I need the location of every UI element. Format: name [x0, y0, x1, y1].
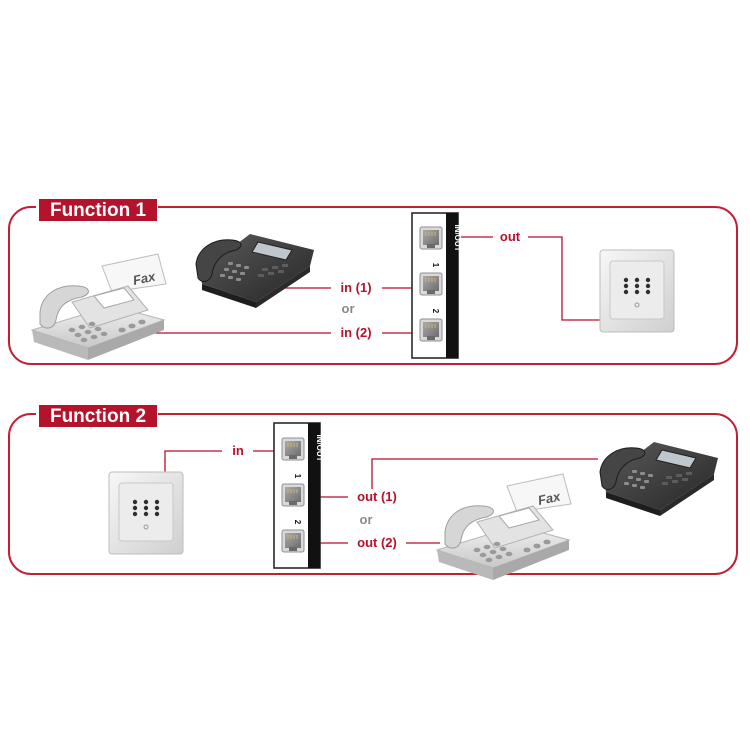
- function-1-out-label: out: [500, 229, 521, 244]
- function-2-port-1: [281, 483, 305, 507]
- function-2-fax-label: Fax: [537, 488, 563, 507]
- function-1-frame: [8, 206, 738, 365]
- function-1-lines: [150, 236, 600, 334]
- function-2-port-2: [281, 529, 305, 553]
- function-1-in-out-label: IN/OUT: [453, 224, 462, 251]
- function-2-port-2-label: 2: [293, 520, 302, 525]
- function-2-splitter: IN/OUT 1 2: [273, 422, 324, 569]
- function-1-port-2: [419, 318, 443, 342]
- function-1-splitter: IN/OUT 1 2: [411, 212, 462, 359]
- function-2-in-out-label: IN/OUT: [315, 434, 324, 461]
- function-1-title: Function 1: [50, 200, 146, 221]
- function-1-port-in-out: [419, 226, 443, 250]
- function-1-fax-machine-icon: Fax: [31, 253, 167, 361]
- function-1-port-1: [419, 272, 443, 296]
- function-2-frame: [8, 413, 738, 575]
- function-2-out1-label: out (1): [357, 489, 397, 504]
- function-2-in-label: in: [232, 443, 244, 458]
- function-2-panel: Function 2 IN/OUT 1 2 in out (1) or out …: [8, 403, 738, 581]
- function-1-port-2-label: 2: [431, 309, 440, 314]
- function-1-panel: Function 1 IN/OUT 1 2 out in (1) or in (…: [8, 197, 738, 365]
- function-2-wall-socket-icon: [108, 471, 184, 555]
- function-2-title-badge: [39, 405, 157, 427]
- function-2-port-in-out: [281, 437, 305, 461]
- function-1-port-1-label: 1: [431, 263, 440, 268]
- function-1-title-badge: [39, 199, 157, 221]
- function-1-fax-label: Fax: [132, 268, 158, 287]
- function-1-or-label: or: [342, 301, 355, 316]
- function-2-title: Function 2: [50, 406, 146, 427]
- function-1-wall-socket-icon: [599, 249, 675, 333]
- function-2-or-label: or: [360, 512, 373, 527]
- function-2-port-1-label: 1: [293, 474, 302, 479]
- function-2-out2-label: out (2): [357, 535, 397, 550]
- function-1-in1-label: in (1): [340, 280, 371, 295]
- function-1-in2-label: in (2): [340, 325, 371, 340]
- function-2-fax-machine-icon: Fax: [436, 473, 572, 581]
